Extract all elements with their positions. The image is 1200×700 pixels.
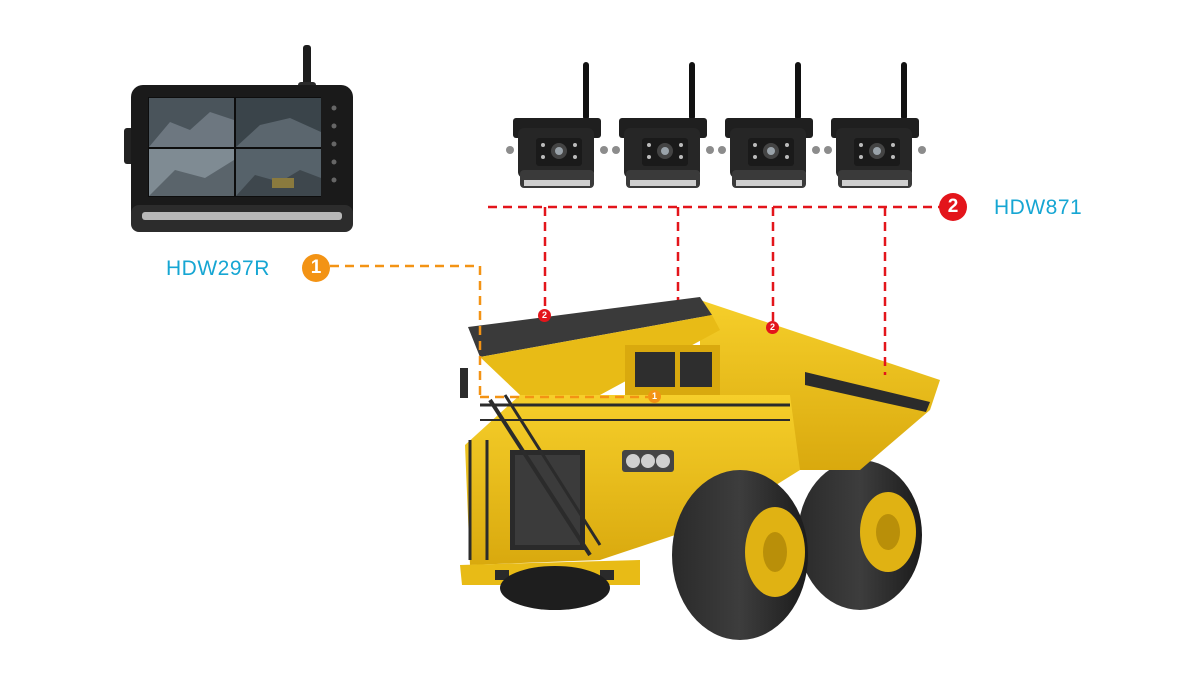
monitor-screen — [148, 97, 321, 197]
mining-dump-truck — [460, 297, 940, 640]
monitor-model-label: HDW297R — [166, 257, 270, 280]
camera-group — [506, 62, 926, 188]
truck-camera-marker-right: 2 — [766, 321, 779, 334]
monitor-number-badge: 1 — [302, 254, 330, 282]
camera-unit — [824, 62, 926, 188]
camera-link-lines — [488, 205, 940, 375]
camera-number-badge: 2 — [939, 193, 967, 221]
monitor-antenna — [303, 45, 311, 85]
camera-unit — [506, 62, 608, 188]
monitor-device — [124, 45, 353, 232]
truck-monitor-marker: 1 — [648, 390, 661, 403]
monitor-link-lines — [330, 264, 648, 399]
camera-unit — [612, 62, 714, 188]
camera-unit — [718, 62, 820, 188]
truck-camera-marker-left: 2 — [538, 309, 551, 322]
camera-model-label: HDW871 — [994, 196, 1083, 219]
